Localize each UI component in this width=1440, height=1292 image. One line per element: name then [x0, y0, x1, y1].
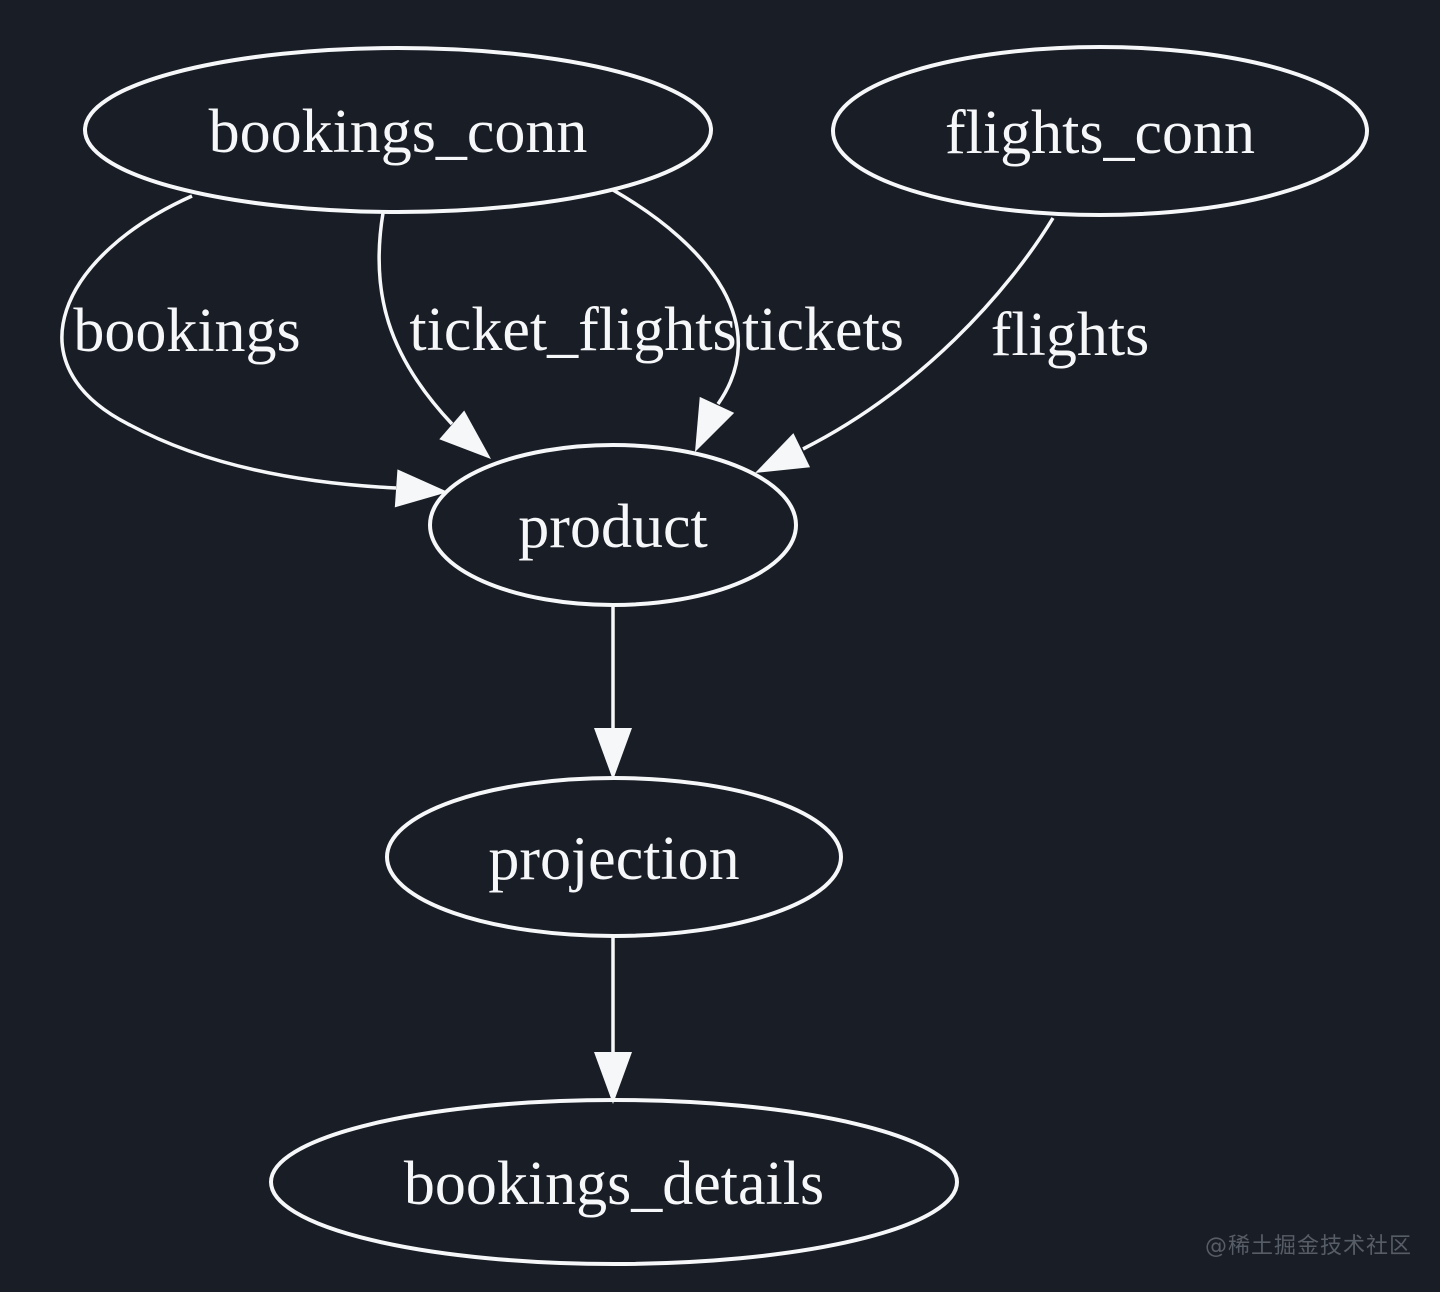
- node-label-flights_conn: flights_conn: [945, 99, 1255, 167]
- node-ellipse-bookings_details: [269, 1098, 959, 1266]
- edge-path-bookings-conn-to-product-ticket-flights: [377, 212, 454, 426]
- edge-path-bookings-conn-to-product-bookings: [60, 194, 397, 490]
- node-ellipse-projection: [385, 776, 843, 938]
- edge-path-bookings-conn-to-product-tickets: [612, 188, 740, 406]
- arrowhead-product-to-projection: [594, 728, 632, 780]
- edge-label-ticket-flights: ticket_flights: [409, 296, 736, 364]
- node-ellipse-flights_conn: [831, 45, 1369, 217]
- arrowhead-bookings-conn-to-product-bookings: [394, 469, 448, 508]
- node-ellipse-bookings_conn: [83, 46, 713, 214]
- arrowhead-flights-conn-to-product-flights: [755, 433, 811, 473]
- watermark: @稀土掘金技术社区: [1204, 1234, 1412, 1259]
- edge-label-bookings: bookings: [73, 297, 300, 365]
- arrowhead-bookings-conn-to-product-tickets: [695, 396, 735, 452]
- node-ellipse-product: [428, 443, 798, 607]
- edge-label-tickets: tickets: [742, 296, 904, 364]
- node-label-projection: projection: [488, 825, 739, 893]
- node-label-bookings_details: bookings_details: [404, 1150, 824, 1218]
- node-label-bookings_conn: bookings_conn: [209, 98, 588, 166]
- node-label-product: product: [518, 493, 707, 561]
- arrowhead-bookings-conn-to-product-ticket-flights: [439, 410, 491, 459]
- edge-label-flights: flights: [991, 301, 1149, 369]
- arrowhead-projection-to-bookings-details: [594, 1052, 632, 1104]
- edge-path-flights-conn-to-product-flights: [802, 217, 1055, 451]
